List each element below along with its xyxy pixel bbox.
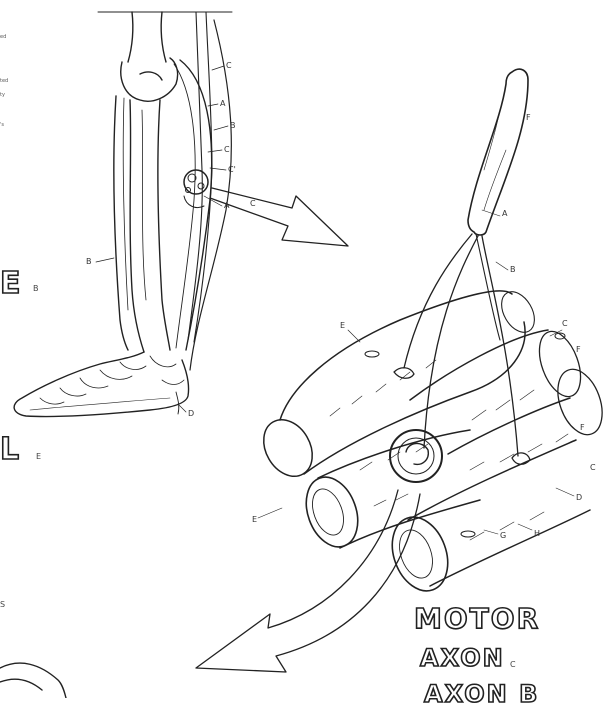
letter-e-sub: B [33,284,39,293]
letter-l-sub: E [36,452,41,461]
bundle-label: E [252,515,257,524]
title-axon-b: AXON B [424,680,539,708]
leg-bone-illustration [14,12,232,417]
fragment-text: ted [0,78,8,84]
partial-shape-bottom [0,663,66,698]
bundle-label: C [590,463,596,472]
bundle-label: A [502,209,508,218]
leg-label: C [224,145,230,154]
title-axon-sub: C [510,660,516,669]
bundle-labels: A B E F F C C D H G E F [252,113,596,540]
title-motor: MOTOR [414,602,540,635]
bundle-label: F [580,423,585,432]
letter-l: L [0,432,21,467]
title-axon: AXON [420,644,505,672]
leg-label: B [230,121,236,130]
bundle-label: C [562,319,568,328]
leg-label: C' [228,165,236,174]
leg-label: A [224,201,230,210]
leg-label: A [220,99,226,108]
leg-label: B [86,257,92,266]
fragment-text: ed [0,34,6,40]
bundle-label: B [510,265,516,274]
fragment-text: 's [0,122,4,128]
bundle-label: H [534,529,540,538]
fragment-text: ty [0,92,5,98]
leg-label: C [250,199,256,208]
leg-label: C [226,61,232,70]
bundle-label: F [576,345,581,354]
leg-label: D [188,409,194,418]
zoom-arrow-upper [210,188,348,246]
bundle-label: E [340,321,345,330]
bundle-label: D [576,493,582,502]
fragment-letter: S [0,600,5,609]
muscle-fiber-bundle [254,69,603,598]
letter-e: E [0,266,23,301]
bundle-label: F [526,113,531,122]
bundle-label: G [500,531,506,540]
